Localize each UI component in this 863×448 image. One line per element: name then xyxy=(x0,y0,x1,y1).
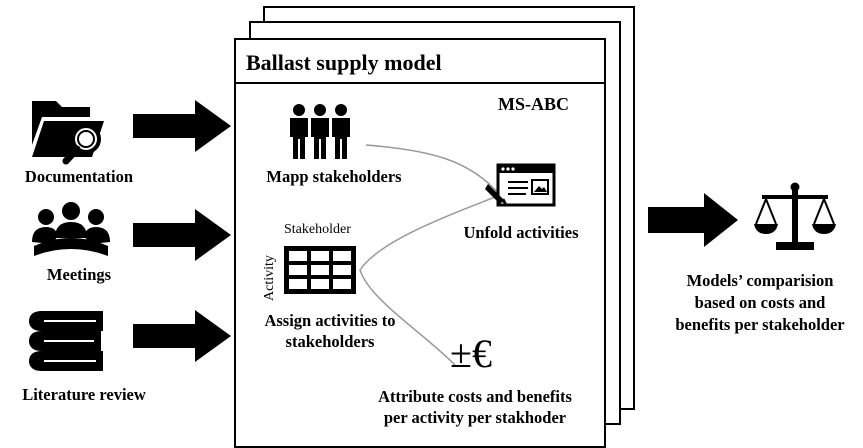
step-assign-label-line2: stakeholders xyxy=(285,332,375,351)
step-map-label: Mapp stakeholders xyxy=(266,167,402,186)
stakeholders-icon xyxy=(290,104,350,159)
input-meetings-label: Meetings xyxy=(46,265,112,284)
cost-benefit-icon: ±€ xyxy=(450,331,492,376)
scale-icon xyxy=(754,182,836,250)
method-label: MS-ABC xyxy=(498,94,569,114)
input-documentation-label: Documentation xyxy=(24,167,134,186)
matrix-row-header: Activity xyxy=(262,255,277,301)
matrix-col-header: Stakeholder xyxy=(284,222,351,237)
meeting-icon xyxy=(32,202,110,256)
books-icon xyxy=(28,311,103,371)
step-unfold-label: Unfold activities xyxy=(463,223,579,242)
arrow-right-icon xyxy=(133,100,231,152)
step-assign-label-line1: Assign activities to xyxy=(264,311,396,330)
folder-search-icon xyxy=(32,101,104,165)
input-literature-label: Literature review xyxy=(22,385,146,404)
output-label-line1: Models’ comparision xyxy=(686,271,834,290)
arrow-right-icon xyxy=(133,310,231,362)
arrow-right-icon xyxy=(648,193,738,247)
output-label-line3: benefits per stakeholder xyxy=(675,315,845,334)
matrix-grid-icon xyxy=(284,246,356,294)
model-title: Ballast supply model xyxy=(246,50,442,75)
output-label-line2: based on costs and xyxy=(694,293,826,312)
arrow-right-icon xyxy=(133,209,231,261)
step-attribute-label-line1: Attribute costs and benefits xyxy=(378,387,572,406)
model-title-divider xyxy=(234,82,606,84)
step-attribute-label-line2: per activity per stakhoder xyxy=(383,408,567,427)
browser-edit-icon xyxy=(485,163,556,207)
